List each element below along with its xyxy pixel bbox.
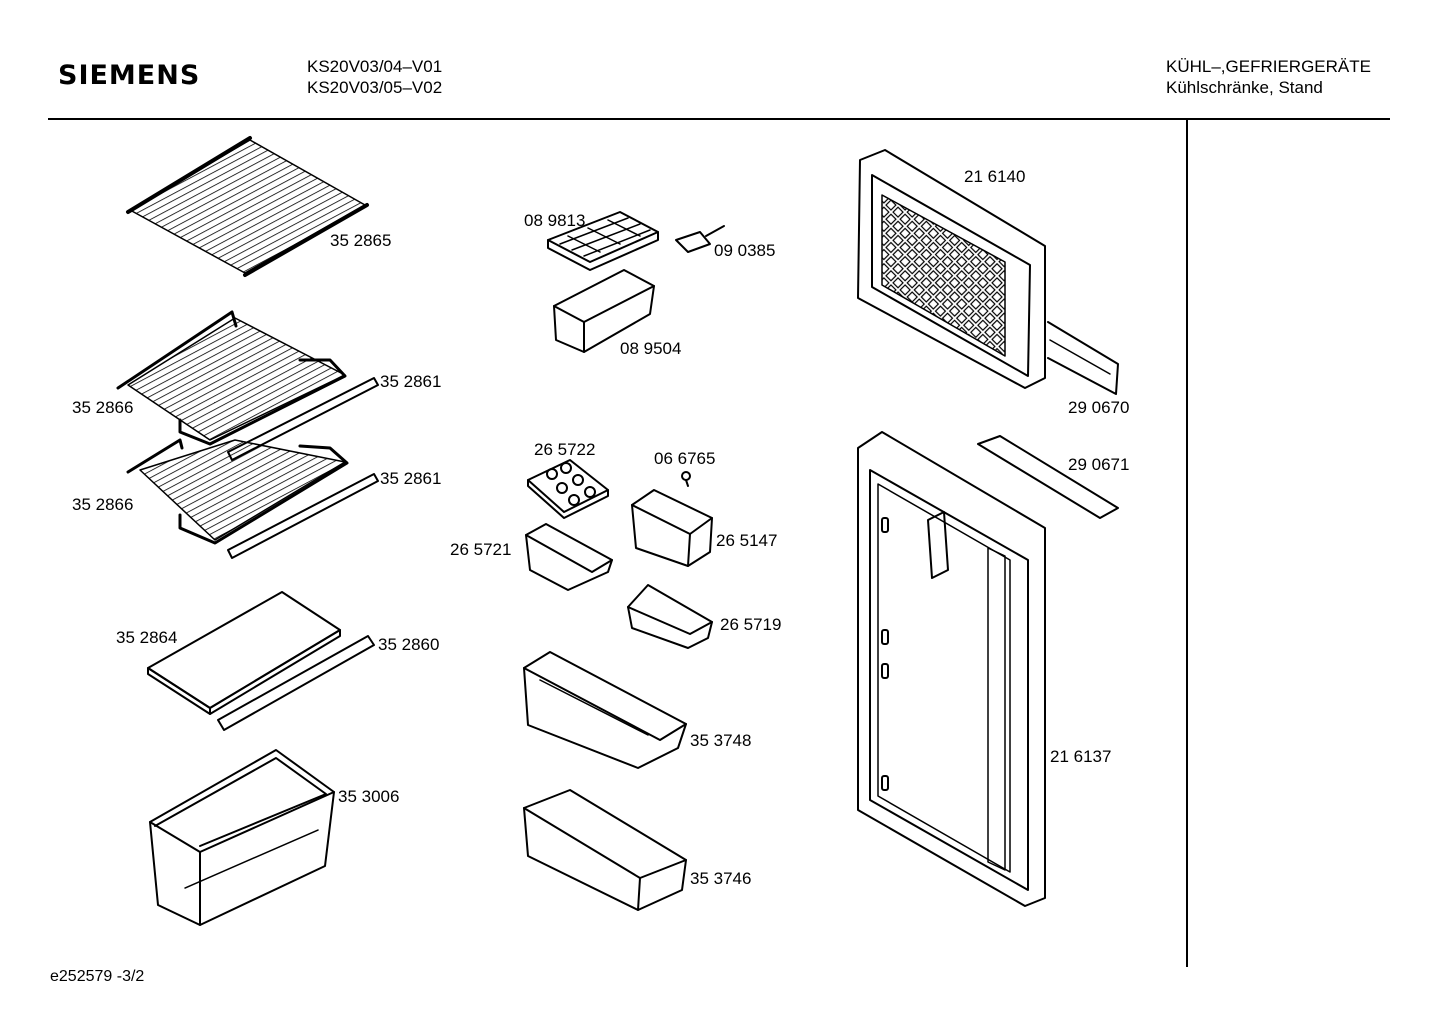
wire-shelf-352866-upper — [116, 310, 347, 446]
label-089504: 08 9504 — [620, 339, 681, 358]
label-353748: 35 3748 — [690, 731, 751, 750]
crisper-drawer-353006 — [149, 749, 335, 926]
label-352861-upper: 35 2861 — [380, 372, 441, 391]
door-bar-290671 — [977, 435, 1119, 519]
label-352861-lower: 35 2861 — [380, 469, 441, 488]
category-subtitle: Kühlschränke, Stand — [1166, 78, 1323, 97]
model-number-1: KS20V03/04–V01 — [307, 57, 443, 76]
label-090385: 09 0385 — [714, 241, 775, 260]
label-216140: 21 6140 — [964, 167, 1025, 186]
freezer-door-216140 — [857, 149, 1046, 389]
door-shelf-265719 — [627, 584, 713, 649]
ice-tray-089813 — [547, 211, 659, 271]
label-352866-upper: 35 2866 — [72, 398, 133, 417]
wire-shelf-352865 — [126, 136, 369, 277]
label-352860: 35 2860 — [378, 635, 439, 654]
door-bin-353746 — [523, 789, 687, 911]
egg-tray-265722 — [527, 459, 609, 519]
label-352865: 35 2865 — [330, 231, 391, 250]
label-265147: 26 5147 — [716, 531, 777, 550]
door-bin-265721 — [525, 523, 613, 591]
label-265721: 26 5721 — [450, 540, 511, 559]
screw-066765 — [681, 471, 691, 487]
document-id: e252579 -3/2 — [50, 968, 145, 985]
label-089813: 08 9813 — [524, 211, 585, 230]
trim-strip-352861-lower — [227, 473, 379, 559]
label-290670: 29 0670 — [1068, 398, 1129, 417]
label-352864: 35 2864 — [116, 628, 177, 647]
fridge-door-216137 — [857, 431, 1046, 907]
door-bin-353748 — [523, 651, 687, 769]
wire-shelf-352866-lower — [126, 438, 349, 545]
label-066765: 06 6765 — [654, 449, 715, 468]
label-265722: 26 5722 — [534, 440, 595, 459]
label-290671: 29 0671 — [1068, 455, 1129, 474]
label-353006: 35 3006 — [338, 787, 399, 806]
glass-plate-352864 — [147, 591, 341, 715]
model-number-2: KS20V03/05–V02 — [307, 78, 443, 97]
ice-box-089504 — [553, 269, 655, 353]
brand-logo: SIEMENS — [58, 60, 201, 91]
door-rail-290670 — [1047, 321, 1119, 395]
glass-trim-352860 — [217, 635, 375, 731]
butter-compartment-265147 — [631, 489, 713, 567]
label-265719: 26 5719 — [720, 615, 781, 634]
header-divider — [48, 118, 1390, 120]
side-divider — [1186, 119, 1188, 967]
ice-scoop-090385 — [675, 225, 725, 253]
category-title: KÜHL–,GEFRIERGERÄTE — [1166, 57, 1371, 76]
label-352866-lower: 35 2866 — [72, 495, 133, 514]
label-353746: 35 3746 — [690, 869, 751, 888]
label-216137: 21 6137 — [1050, 747, 1111, 766]
